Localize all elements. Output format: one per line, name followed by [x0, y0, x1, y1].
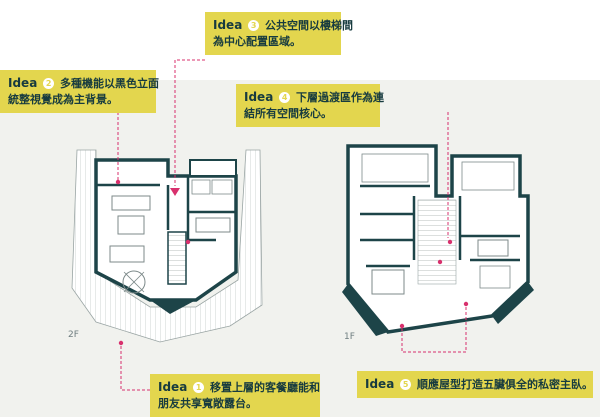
- idea-number-badge: 5: [400, 379, 412, 390]
- upper-coffee-table: [117, 215, 145, 235]
- callout-line-1: 順應屋型打造五臟俱全的私密主臥。: [416, 378, 593, 391]
- callout-idea-1: Idea 1 移置上層的客餐廳能和 朋友共享寬敞露台。: [150, 374, 320, 417]
- idea-number-badge: 2: [43, 78, 55, 89]
- callout-line-2: 統整視覺成為主背景。: [8, 93, 118, 106]
- floor-label-1f: 1F: [344, 332, 355, 342]
- leader-idea-1: [120, 346, 150, 391]
- idea-number-badge: 4: [279, 92, 291, 103]
- idea-number-badge: 1: [193, 382, 205, 393]
- upper-side-room: [189, 159, 237, 177]
- upper-staircase: [167, 231, 187, 285]
- callout-line-2: 結所有空間核心。: [244, 107, 332, 120]
- entry-arrow: [170, 188, 180, 196]
- lower-floor-walls: [360, 184, 520, 268]
- lower-base-wall-right: [492, 282, 534, 324]
- upper-wc: [191, 179, 211, 195]
- plan-1f: [342, 144, 534, 336]
- idea-word: Idea: [8, 76, 38, 90]
- lower-bath: [479, 265, 511, 289]
- callout-line-1: 下層過渡區作為連: [295, 91, 384, 104]
- lower-bed: [477, 239, 509, 257]
- idea-word: Idea: [213, 18, 243, 32]
- callout-line-1: 多種機能以黑色立面: [59, 77, 159, 90]
- callout-idea-4: Idea 4 下層過渡區作為連 結所有空間核心。: [236, 84, 384, 127]
- master-bed: [371, 269, 405, 295]
- floor-label-2f: 2F: [68, 330, 79, 340]
- upper-kitchen-counter: [195, 217, 231, 233]
- leader-lines: [117, 59, 467, 391]
- upper-sofa: [111, 195, 151, 211]
- callout-idea-5: Idea 5 順應屋型打造五臟俱全的私密主臥。: [357, 371, 593, 398]
- lower-room-b: [461, 161, 515, 191]
- idea-word: Idea: [365, 377, 395, 391]
- idea-word: Idea: [244, 90, 274, 104]
- plan-2f: [71, 149, 263, 346]
- upper-column: [150, 300, 196, 314]
- callout-idea-2: Idea 2 多種機能以黑色立面 統整視覺成為主背景。: [0, 70, 159, 113]
- leader-idea-3: [174, 59, 205, 186]
- upper-floor-footprint: [94, 158, 238, 302]
- leader-idea-5: [401, 306, 467, 353]
- callout-line-1: 公共空間以樓梯間: [264, 19, 353, 32]
- callout-line-2: 朋友共享寬敞露台。: [158, 397, 257, 410]
- lower-base-wall-left: [342, 284, 388, 336]
- callout-line-2: 為中心配置區域。: [213, 35, 301, 48]
- idea-number-badge: 3: [248, 20, 260, 31]
- lower-room-a: [361, 153, 429, 183]
- upper-storage: [211, 179, 233, 195]
- upper-floor-walls: [96, 176, 236, 242]
- upper-dining-table: [109, 245, 145, 263]
- callout-line-1: 移置上層的客餐廳能和: [209, 381, 320, 394]
- upper-round-table: [122, 270, 146, 294]
- callout-idea-3: Idea 3 公共空間以樓梯間 為中心配置區域。: [205, 12, 353, 55]
- idea-word: Idea: [158, 380, 188, 394]
